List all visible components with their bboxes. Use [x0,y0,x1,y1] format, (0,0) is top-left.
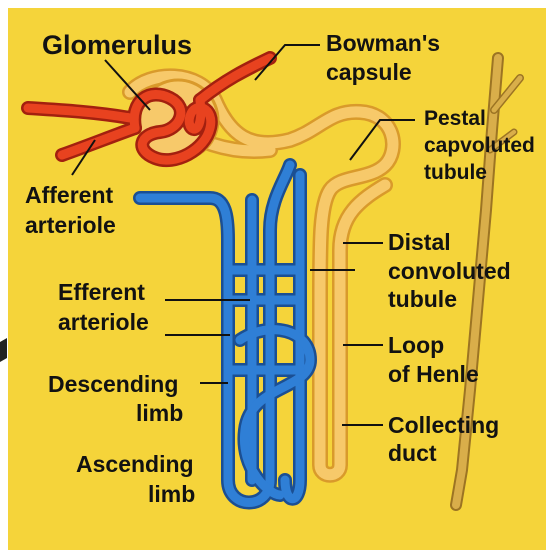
label-glomerulus: Glomerulus [42,30,192,60]
edge-fragment [0,338,7,362]
